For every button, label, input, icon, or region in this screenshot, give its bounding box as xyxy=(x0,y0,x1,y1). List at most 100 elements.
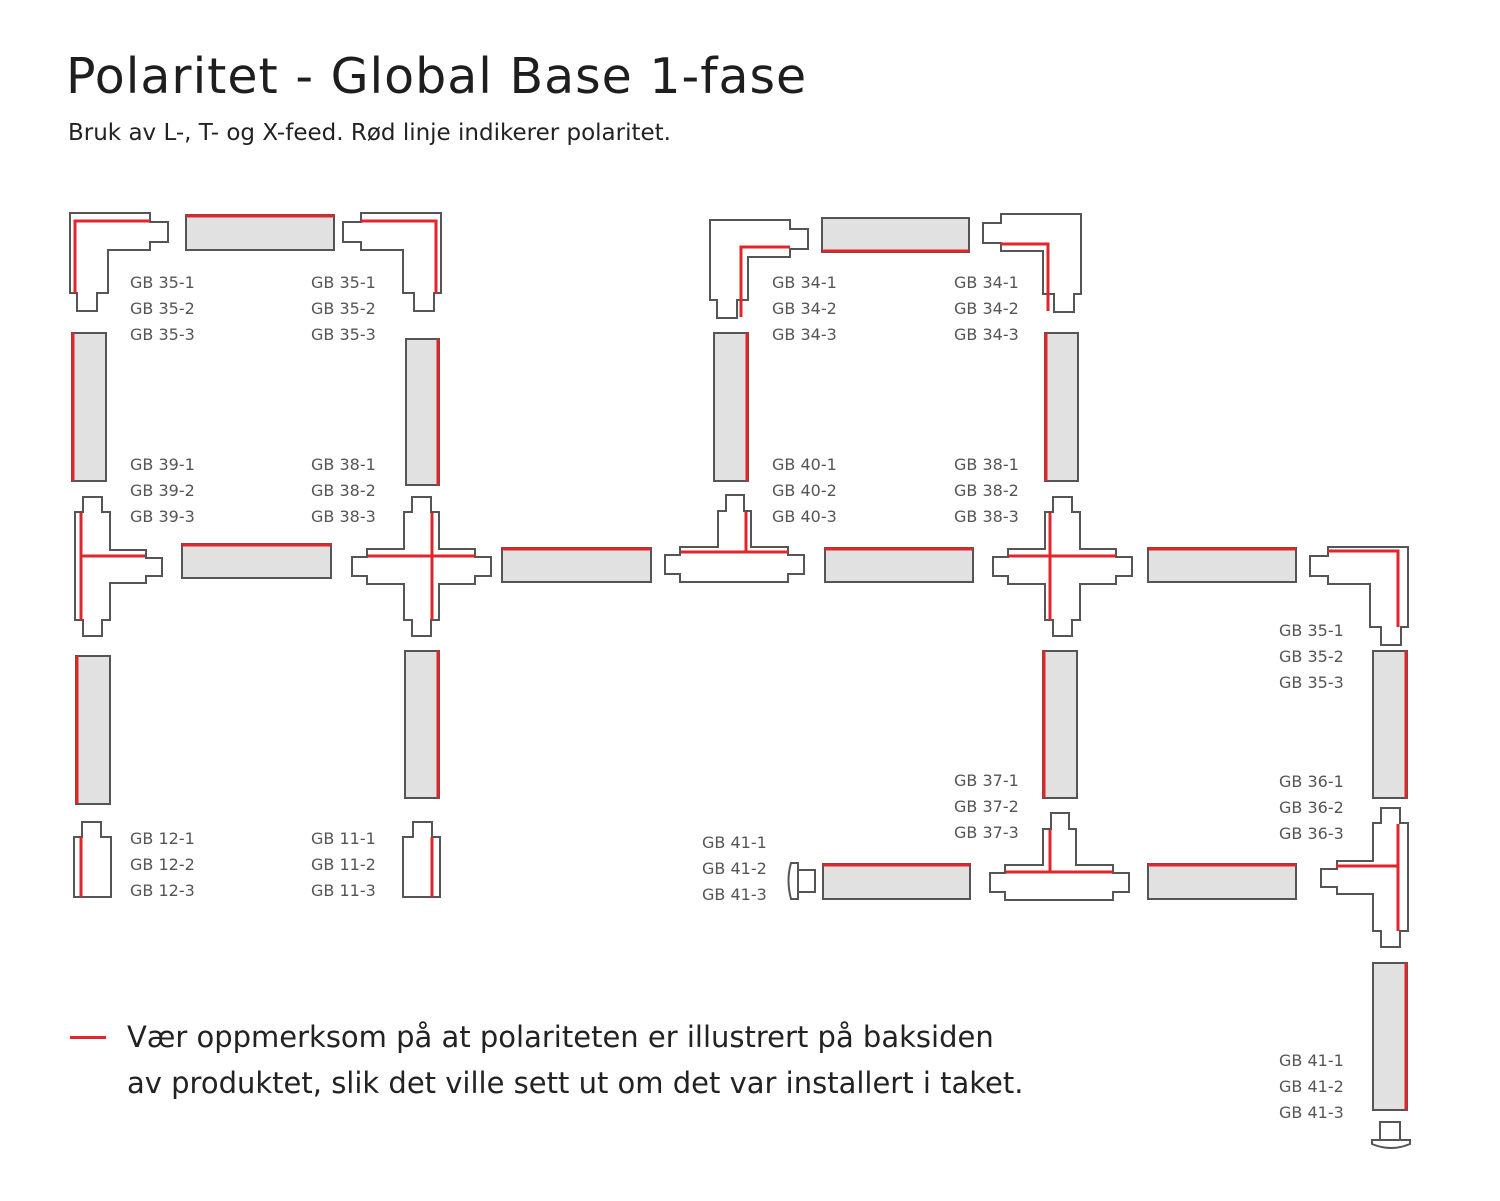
part-number: GB 36-3 xyxy=(1279,824,1344,843)
l-connector xyxy=(709,219,809,319)
part-number: GB 11-1 xyxy=(311,829,376,848)
part-number-label: GB 40-1 GB 40-2 GB 40-3 xyxy=(772,455,837,526)
part-number: GB 34-3 xyxy=(954,325,1019,344)
part-number: GB 38-2 xyxy=(954,481,1019,500)
part-number: GB 38-2 xyxy=(311,481,376,500)
end-feed xyxy=(402,821,441,898)
part-number: GB 35-1 xyxy=(130,273,195,292)
part-number: GB 38-1 xyxy=(954,455,1019,474)
part-number-label: GB 12-1 GB 12-2 GB 12-3 xyxy=(130,829,195,900)
legend-line-2: av produktet, slik det ville sett ut om … xyxy=(127,1066,1024,1100)
part-number: GB 36-1 xyxy=(1279,772,1344,791)
part-number-label: GB 35-1 GB 35-2 GB 35-3 xyxy=(130,273,195,344)
polarity-line xyxy=(1009,513,1116,620)
part-number: GB 34-1 xyxy=(954,273,1019,292)
end-cap xyxy=(1371,1121,1411,1149)
part-number: GB 37-2 xyxy=(954,797,1019,816)
polarity-line xyxy=(368,513,475,620)
part-number-label: GB 38-1 GB 38-2 GB 38-3 xyxy=(954,455,1019,526)
track-rail xyxy=(1042,650,1078,799)
part-number: GB 34-2 xyxy=(954,299,1019,318)
part-number: GB 36-2 xyxy=(1279,798,1344,817)
track-rail xyxy=(1147,547,1297,583)
part-number: GB 34-3 xyxy=(772,325,837,344)
track-rail xyxy=(822,863,971,900)
x-connector xyxy=(992,496,1133,637)
part-number: GB 41-2 xyxy=(1279,1077,1344,1096)
part-number: GB 41-1 xyxy=(702,833,767,852)
part-number-label: GB 36-1 GB 36-2 GB 36-3 xyxy=(1279,772,1344,843)
polarity-line-legend-icon xyxy=(70,1036,106,1039)
part-number: GB 41-3 xyxy=(702,885,767,904)
track-rail xyxy=(713,332,749,482)
part-number-label: GB 34-1GB 34-2GB 34-3 xyxy=(772,273,837,344)
t-connector xyxy=(989,812,1130,901)
part-number: GB 38-3 xyxy=(311,507,376,526)
end-cap xyxy=(787,862,816,900)
part-number: GB 39-3 xyxy=(130,507,195,526)
part-number: GB 41-3 xyxy=(1279,1103,1344,1122)
part-number-label: GB 35-1GB 35-2GB 35-3 xyxy=(311,273,376,344)
part-number-label: GB 38-1 GB 38-2 GB 38-3 xyxy=(311,455,376,526)
t-connector xyxy=(1320,807,1409,948)
part-number: GB 38-3 xyxy=(954,507,1019,526)
polarity-line xyxy=(681,512,788,554)
part-number: GB 35-2 xyxy=(130,299,195,318)
part-number: GB 37-1 xyxy=(954,771,1019,790)
legend-line-1: Vær oppmerksom på at polariteten er illu… xyxy=(127,1020,994,1054)
part-number-label: GB 41-1 GB 41-2 GB 41-3 xyxy=(702,833,767,904)
part-number-label: GB 37-1 GB 37-2 GB 37-3 xyxy=(954,771,1019,842)
part-number: GB 39-2 xyxy=(130,481,195,500)
part-number: GB 41-1 xyxy=(1279,1051,1344,1070)
part-number: GB 35-2 xyxy=(1279,647,1344,666)
t-connector xyxy=(664,494,805,583)
polarity-line xyxy=(1336,824,1400,931)
part-number: GB 35-1 xyxy=(1279,621,1344,640)
part-number: GB 12-1 xyxy=(130,829,195,848)
part-number: GB 40-1 xyxy=(772,455,837,474)
part-number: GB 11-2 xyxy=(311,855,376,874)
polarity-line xyxy=(361,219,438,293)
part-number: GB 40-3 xyxy=(772,507,837,526)
track-rail xyxy=(71,332,107,482)
part-number-label: GB 41-1 GB 41-2 GB 41-3 xyxy=(1279,1051,1344,1122)
end-feed xyxy=(73,821,112,898)
part-number: GB 41-2 xyxy=(702,859,767,878)
part-number: GB 12-2 xyxy=(130,855,195,874)
polarity-line xyxy=(1328,549,1400,627)
track-rail xyxy=(181,543,332,579)
part-number: GB 35-3 xyxy=(311,325,376,344)
l-connector xyxy=(69,212,169,312)
x-connector xyxy=(351,496,492,637)
l-connector xyxy=(342,212,442,312)
track-rail xyxy=(1372,650,1408,799)
part-number: GB 35-1 xyxy=(311,273,376,292)
page-title: Polaritet - Global Base 1-fase xyxy=(66,48,808,105)
part-number: GB 40-2 xyxy=(772,481,837,500)
l-connector xyxy=(1309,546,1409,646)
legend-text: Vær oppmerksom på at polariteten er illu… xyxy=(127,1014,1023,1106)
part-number-label: GB 34-1 GB 34-2 GB 34-3 xyxy=(954,273,1019,344)
part-number: GB 11-3 xyxy=(311,881,376,900)
polarity-line xyxy=(1001,242,1050,311)
track-rail xyxy=(1372,962,1408,1111)
track-rail xyxy=(824,547,974,583)
subtitle: Bruk av L-, T- og X-feed. Rød linje indi… xyxy=(68,120,671,146)
t-connector xyxy=(74,496,163,637)
track-rail xyxy=(1147,863,1297,900)
l-connector xyxy=(982,213,1082,313)
part-number: GB 12-3 xyxy=(130,881,195,900)
track-rail xyxy=(821,217,970,253)
polarity-line xyxy=(73,219,150,293)
part-number-label: GB 35-1GB 35-2GB 35-3 xyxy=(1279,621,1344,692)
polarity-line xyxy=(739,245,790,317)
part-number: GB 37-3 xyxy=(954,823,1019,842)
track-rail xyxy=(1044,332,1079,482)
polarity-line xyxy=(1006,830,1113,874)
track-rail xyxy=(185,214,335,251)
part-number: GB 38-1 xyxy=(311,455,376,474)
part-number: GB 39-1 xyxy=(130,455,195,474)
part-number: GB 35-3 xyxy=(130,325,195,344)
track-rail xyxy=(75,655,111,805)
